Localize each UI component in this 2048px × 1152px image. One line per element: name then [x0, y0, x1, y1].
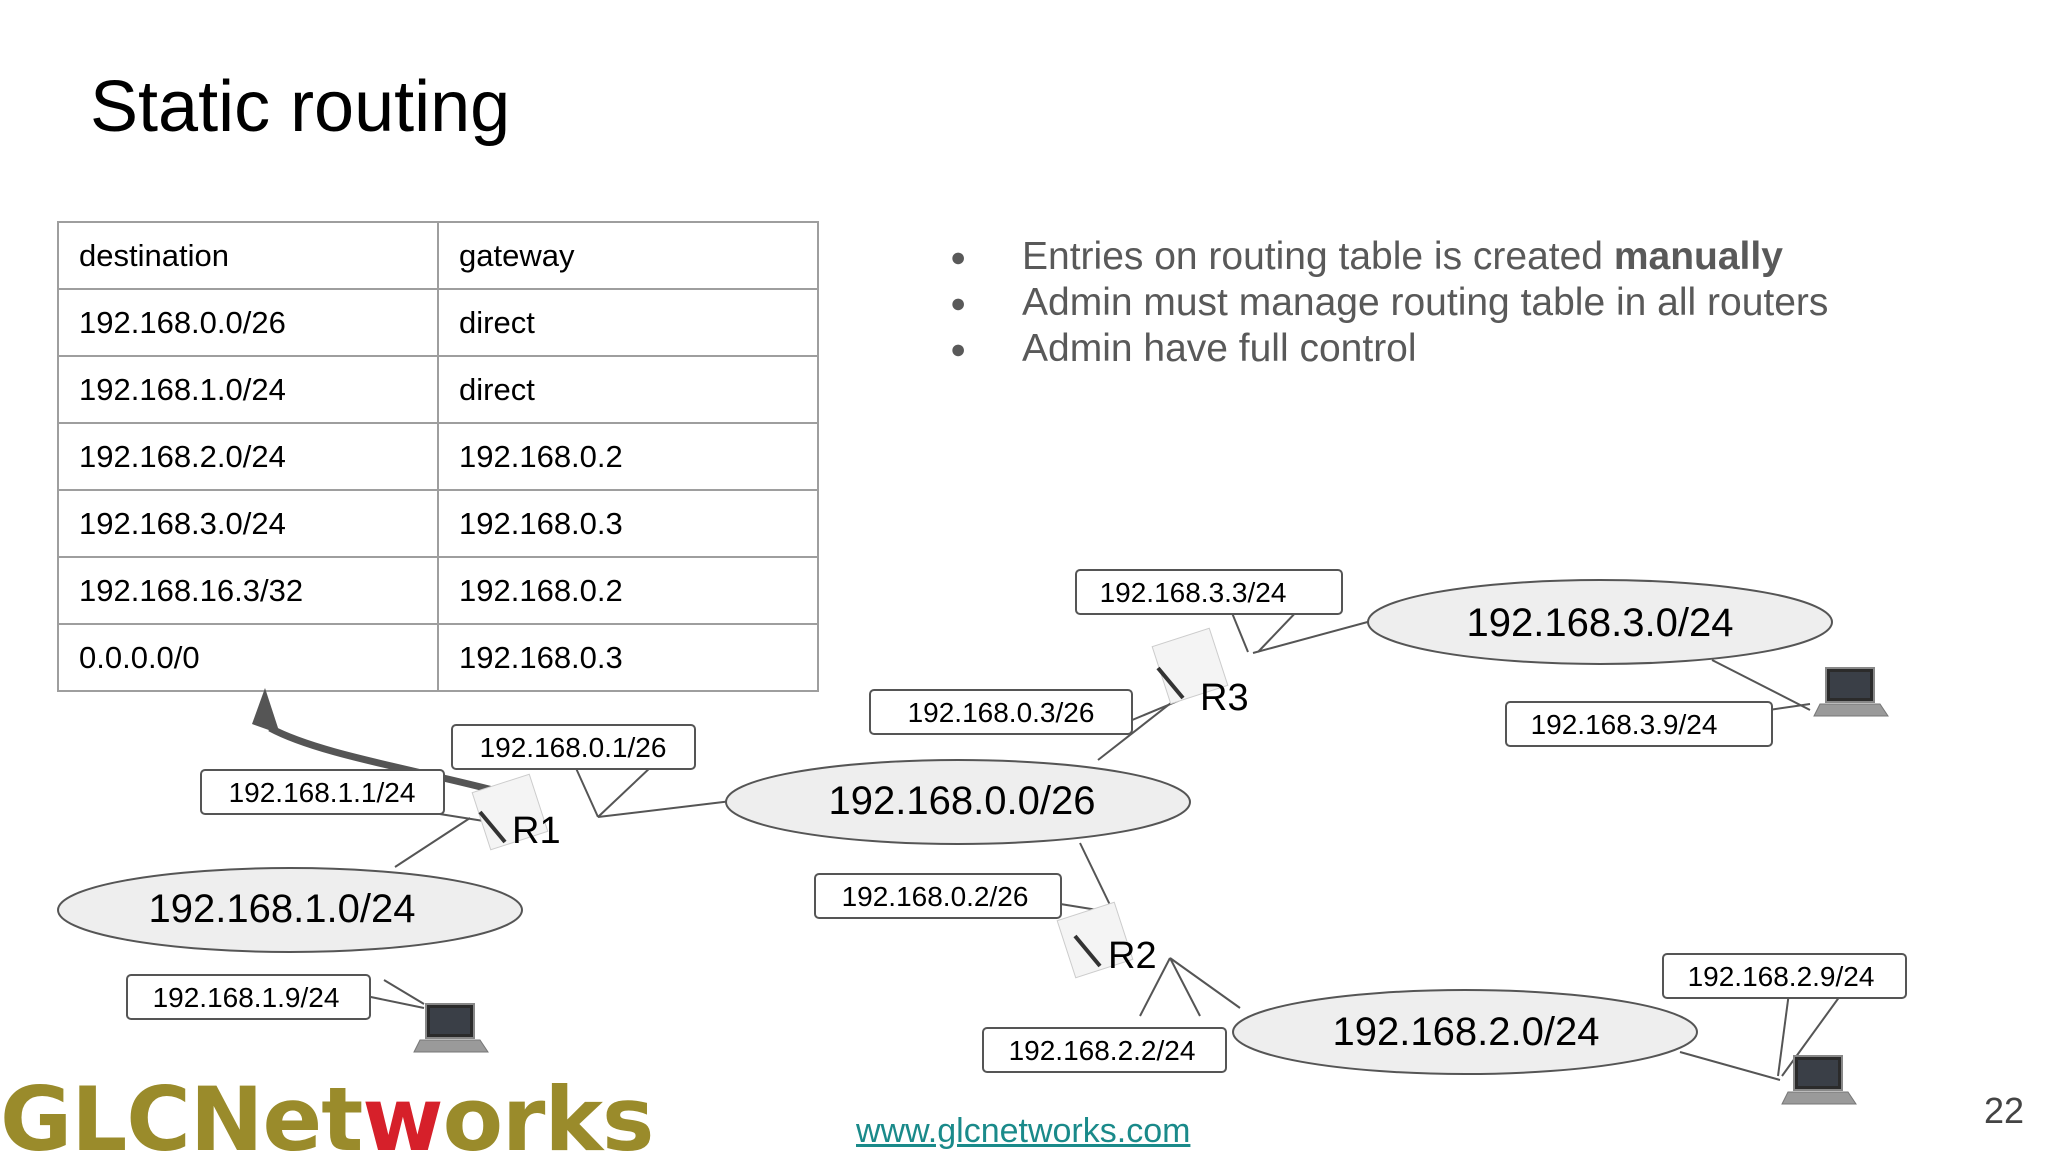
cell-destination: 192.168.3.0/24: [57, 489, 439, 558]
iface-label-r2-lan: 192.168.2.2/24: [982, 1027, 1227, 1073]
iface-label-host1: 192.168.1.9/24: [126, 974, 371, 1020]
route-arrow: [252, 688, 513, 799]
link-r1-label-wan-b: [597, 765, 653, 818]
iface-label-text: 192.168.0.2/26: [842, 881, 1029, 912]
bullet-text: Admin must manage routing table in all r…: [1022, 281, 1829, 324]
link-host2-label-a: [1777, 984, 1791, 1077]
link-r2-net2: [1169, 957, 1241, 1009]
router-r3: R3: [1151, 627, 1249, 719]
link-r1-lan1: [394, 817, 471, 868]
laptop-icon: [413, 1003, 489, 1053]
iface-label-text: 192.168.1.1/24: [229, 777, 416, 808]
logo-text: orks: [442, 1068, 655, 1152]
bullet-item: Admin must manage routing table in all r…: [950, 280, 1950, 326]
cell-gateway: direct: [437, 288, 819, 357]
network-0: 192.168.0.0/26: [725, 759, 1191, 845]
iface-label-text: 192.168.0.1/26: [480, 732, 667, 763]
iface-label-text: 192.168.0.3/26: [908, 697, 1095, 728]
link-r3-net3: [1252, 619, 1376, 654]
cell-destination: 192.168.2.0/24: [57, 422, 439, 491]
router-icon: [471, 773, 549, 851]
cell-destination: 192.168.1.0/24: [57, 355, 439, 424]
page-number: 22: [1984, 1090, 2025, 1131]
website-link[interactable]: www.glcnetworks.com: [856, 1112, 1191, 1150]
table-row: 192.168.1.0/24 direct: [57, 355, 819, 424]
glcnetworks-logo: GLCNetworks: [0, 1076, 654, 1152]
logo-text-accent: w: [362, 1068, 443, 1152]
link-net3-host3: [1711, 659, 1811, 711]
table-header-row: destination gateway: [57, 221, 819, 290]
iface-label-text: 192.168.2.2/24: [1009, 1035, 1196, 1066]
cell-destination: 0.0.0.0/0: [57, 623, 439, 692]
link-r1-label-wan: [574, 765, 599, 818]
network-label: 192.168.0.0/26: [829, 779, 1096, 823]
link-r2-label-lan: [1169, 957, 1201, 1017]
table-row: 192.168.3.0/24 192.168.0.3: [57, 489, 819, 558]
header-gateway: gateway: [437, 221, 819, 290]
bullet-item: Entries on routing table is created manu…: [950, 234, 1950, 280]
router-icon: [1056, 901, 1134, 979]
iface-label-r1-wan: 192.168.0.1/26: [451, 724, 696, 770]
cell-gateway: 192.168.0.3: [437, 623, 819, 692]
bullet-item: Admin have full control: [950, 326, 1950, 372]
logo-text: GLCNet: [0, 1068, 363, 1152]
cell-gateway: direct: [437, 355, 819, 424]
link-r2-label-lan-b: [1139, 957, 1171, 1017]
table-row: 192.168.0.0/26 direct: [57, 288, 819, 357]
link-r1-net0: [597, 799, 741, 818]
cell-gateway: 192.168.0.2: [437, 422, 819, 491]
iface-label-text: 192.168.3.9/24: [1531, 709, 1718, 740]
slide-title: Static routing: [90, 67, 511, 147]
router-r2: R2: [1056, 901, 1157, 979]
iface-label-text: 192.168.1.9/24: [153, 982, 340, 1013]
iface-label-host3: 192.168.3.9/24: [1505, 701, 1773, 747]
link-r3-label-lan: [1229, 607, 1249, 653]
router-label: R2: [1108, 935, 1157, 977]
link-host1-label: [365, 995, 425, 1009]
link-r3-label-lan-b: [1257, 607, 1301, 653]
cell-destination: 192.168.16.3/32: [57, 556, 439, 625]
laptop-icon: [1813, 667, 1889, 717]
router-r1: R1: [471, 773, 561, 852]
network-1: 192.168.1.0/24: [57, 867, 523, 953]
bullet-text: Admin have full control: [1022, 327, 1417, 370]
laptop-icon: [1781, 1055, 1857, 1105]
network-2: 192.168.2.0/24: [1232, 989, 1698, 1075]
link-net0-r2: [1079, 842, 1111, 906]
iface-label-text: 192.168.2.9/24: [1688, 961, 1875, 992]
header-destination: destination: [57, 221, 439, 290]
cell-gateway: 192.168.0.3: [437, 489, 819, 558]
bullet-text: Entries on routing table is created: [1022, 235, 1614, 278]
iface-label-r2-wan: 192.168.0.2/26: [814, 873, 1062, 919]
router-label: R1: [512, 810, 561, 852]
iface-label-host2: 192.168.2.9/24: [1662, 953, 1907, 999]
network-links: [365, 607, 1849, 1081]
routing-table: destination gateway 192.168.0.0/26 direc…: [57, 221, 819, 692]
table-row: 0.0.0.0/0 192.168.0.3: [57, 623, 819, 692]
iface-label-r1-lan: 192.168.1.1/24: [200, 769, 445, 815]
cell-destination: 192.168.0.0/26: [57, 288, 439, 357]
link-net2-host2: [1679, 1051, 1781, 1081]
iface-label-r3-lan: 192.168.3.3/24: [1075, 569, 1343, 615]
table-row: 192.168.2.0/24 192.168.0.2: [57, 422, 819, 491]
bullet-list: Entries on routing table is created manu…: [950, 234, 1950, 372]
network-label: 192.168.2.0/24: [1333, 1010, 1600, 1054]
bullet-bold-text: manually: [1613, 235, 1783, 278]
network-label: 192.168.1.0/24: [149, 887, 416, 931]
iface-label-text: 192.168.3.3/24: [1100, 577, 1287, 608]
router-label: R3: [1200, 677, 1249, 719]
iface-label-r3-wan: 192.168.0.3/26: [869, 689, 1133, 735]
table-row: 192.168.16.3/32 192.168.0.2: [57, 556, 819, 625]
cell-gateway: 192.168.0.2: [437, 556, 819, 625]
link-net1-host1: [383, 979, 425, 1005]
network-label: 192.168.3.0/24: [1467, 601, 1734, 645]
network-3: 192.168.3.0/24: [1367, 579, 1833, 665]
